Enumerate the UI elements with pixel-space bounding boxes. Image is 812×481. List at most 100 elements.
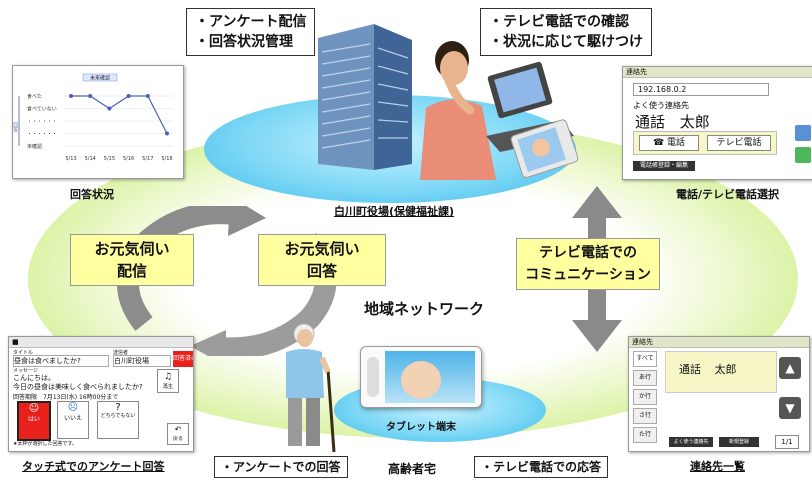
contacts-tab[interactable]: さ行: [633, 408, 657, 424]
survey-title-label: タイトル: [13, 350, 34, 356]
deliver-line-1: お元気伺い: [94, 240, 170, 258]
phone-select-caption: 電話/テレビ電話選択: [676, 188, 780, 201]
page-indicator: 1/1: [775, 435, 799, 449]
scroll-up-button[interactable]: ▲: [779, 357, 801, 379]
option-either-label: どちらでもない: [100, 413, 136, 419]
replay-button[interactable]: ♫再生: [157, 369, 179, 393]
top-right-line-2: ・状況に応じて駆けつけ: [489, 34, 643, 50]
network-label: 地域ネットワーク: [364, 300, 485, 318]
tv-comm-box: テレビ電話での コミュニケーション: [516, 238, 660, 290]
chart-xlabel: 5/18: [161, 156, 172, 162]
ip-field[interactable]: 192.168.0.2: [633, 83, 769, 96]
option-yes[interactable]: ☺はい: [17, 401, 51, 441]
survey-header: ■: [9, 337, 193, 348]
chart-ylabel: 食べた: [27, 93, 42, 100]
chart-xlabel: 5/14: [85, 156, 96, 162]
chart-xlabel: 5/15: [104, 156, 115, 162]
elderly-person-icon: [286, 323, 336, 453]
chart-xlabel: 5/17: [142, 156, 153, 162]
top-right-line-1: ・テレビ電話での確認: [489, 14, 629, 30]
touch-survey-caption: タッチ式でのアンケート回答: [22, 460, 165, 473]
chart-point: [88, 94, 93, 98]
deliver-box: お元気伺い 配信: [70, 234, 194, 286]
deliver-line-2: 配信: [116, 262, 147, 280]
survey-note: ★太枠が選択した回答です。: [13, 441, 77, 447]
chart-point: [69, 94, 73, 98]
person-laptop-icon: [420, 41, 579, 180]
chart-xlabel: 5/13: [65, 156, 76, 162]
option-yes-label: はい: [27, 416, 40, 423]
answer-box: お元気伺い 回答: [258, 234, 386, 286]
survey-title: 昼食は食べましたか?: [13, 355, 109, 367]
phone-button-label: 電話: [667, 138, 686, 148]
tv-comm-line-1: テレビ電話での: [539, 245, 637, 261]
survey-message-2: 今日の昼食は美味しく食べられましたか?: [13, 383, 143, 391]
survey-message-1: こんにちは。: [13, 374, 55, 382]
survey-screen: ■ タイトル 送信者 昼食は食べましたか? 白川町役場 回答済み メッセージ こ…: [8, 336, 194, 452]
contacts-tabs: すべてあ行か行さ行た行: [633, 351, 657, 446]
video-call-tablet: [510, 119, 579, 179]
contact-entry[interactable]: [665, 351, 777, 393]
tv-comm-line-2: コミュニケーション: [525, 267, 651, 283]
contacts-header: 連絡先: [629, 337, 809, 348]
survey-sender: 白川町役場: [113, 355, 171, 367]
phone-button[interactable]: ☎ 電話: [639, 135, 699, 151]
contact-entry-call: 通話: [679, 363, 701, 376]
top-right-box: ・テレビ電話での確認 ・状況に応じて駆けつけ: [480, 8, 652, 56]
building-icon: [318, 24, 412, 170]
chart-point: [126, 94, 131, 98]
answer-line-2: 回答: [306, 262, 337, 280]
tv-phone-button-label: テレビ電話: [716, 138, 762, 148]
tablet-caption: タブレット端末: [386, 422, 456, 433]
call-entry: 通話 太郎: [635, 111, 710, 132]
top-left-line-1: ・アンケート配信: [195, 14, 307, 30]
scroll-down-button[interactable]: ▼: [779, 397, 801, 419]
chart-axis-mark: 回答: [13, 122, 18, 133]
bottom-left-box: ・アンケートでの回答: [214, 456, 348, 478]
chart-point: [145, 94, 150, 98]
elderly-home-caption: 高齢者宅: [388, 462, 437, 476]
chart-ylabel: ・・・・・・: [27, 119, 57, 125]
top-left-line-2: ・回答状況管理: [195, 34, 293, 50]
frequent-contacts-button[interactable]: よく使う連絡先: [669, 437, 713, 447]
call-label: 通話: [635, 113, 666, 131]
top-left-box: ・アンケート配信 ・回答状況管理: [186, 8, 316, 56]
response-status-caption: 回答状況: [70, 188, 114, 201]
tv-phone-button[interactable]: テレビ電話: [707, 135, 771, 151]
contacts-tab[interactable]: すべて: [633, 351, 657, 367]
new-contact-button[interactable]: 新規登録: [719, 437, 759, 447]
chart-title: 未来確認: [90, 75, 110, 82]
call-name: 太郎: [679, 113, 710, 131]
chart-xlabel: 5/16: [123, 156, 134, 162]
option-either[interactable]: ?どちらでもない: [97, 401, 139, 439]
side-button-2[interactable]: [795, 147, 811, 163]
chart-ylabel: 未確認: [27, 143, 42, 150]
option-no[interactable]: ☹いいえ: [57, 401, 89, 439]
office-caption: 白川町役場(保健福祉課): [334, 205, 455, 218]
replay-label: 再生: [162, 384, 173, 390]
answered-badge: 回答済み: [173, 351, 193, 367]
answer-line-1: お元気伺い: [284, 240, 360, 258]
bottom-right-box: ・テレビ電話での応答: [474, 456, 609, 478]
contacts-tab[interactable]: た行: [633, 427, 657, 443]
contacts-screen: 連絡先 すべてあ行か行さ行た行 通話 太郎 ▲ ▼ よく使う連絡先 新規登録 1…: [628, 336, 810, 452]
contacts-tab[interactable]: か行: [633, 389, 657, 405]
tablet-icon: [360, 346, 482, 408]
chart-point: [107, 106, 112, 111]
phone-header: 連絡先: [623, 67, 812, 78]
phone-select-screen: 連絡先 192.168.0.2 よく使う連絡先 通話 太郎 ☎ 電話 テレビ電話…: [622, 66, 812, 180]
side-button-1[interactable]: [795, 125, 811, 141]
survey-deadline: 回答期限 7月13日(水) 16時00分まで: [13, 394, 119, 401]
back-button[interactable]: ↶戻る: [167, 423, 189, 445]
frequent-label: よく使う連絡先: [633, 101, 689, 110]
contact-entry-text: 通話 太郎: [679, 361, 737, 377]
chart-ylabel: 食べていない: [27, 106, 57, 113]
tablet-speaker: [367, 357, 379, 397]
phonebook-edit-button[interactable]: 電話帳登録・編集: [633, 161, 695, 171]
survey-sender-label: 送信者: [113, 350, 129, 356]
chart-point: [165, 131, 169, 136]
contacts-tab[interactable]: あ行: [633, 370, 657, 386]
back-label: 戻る: [172, 436, 183, 442]
